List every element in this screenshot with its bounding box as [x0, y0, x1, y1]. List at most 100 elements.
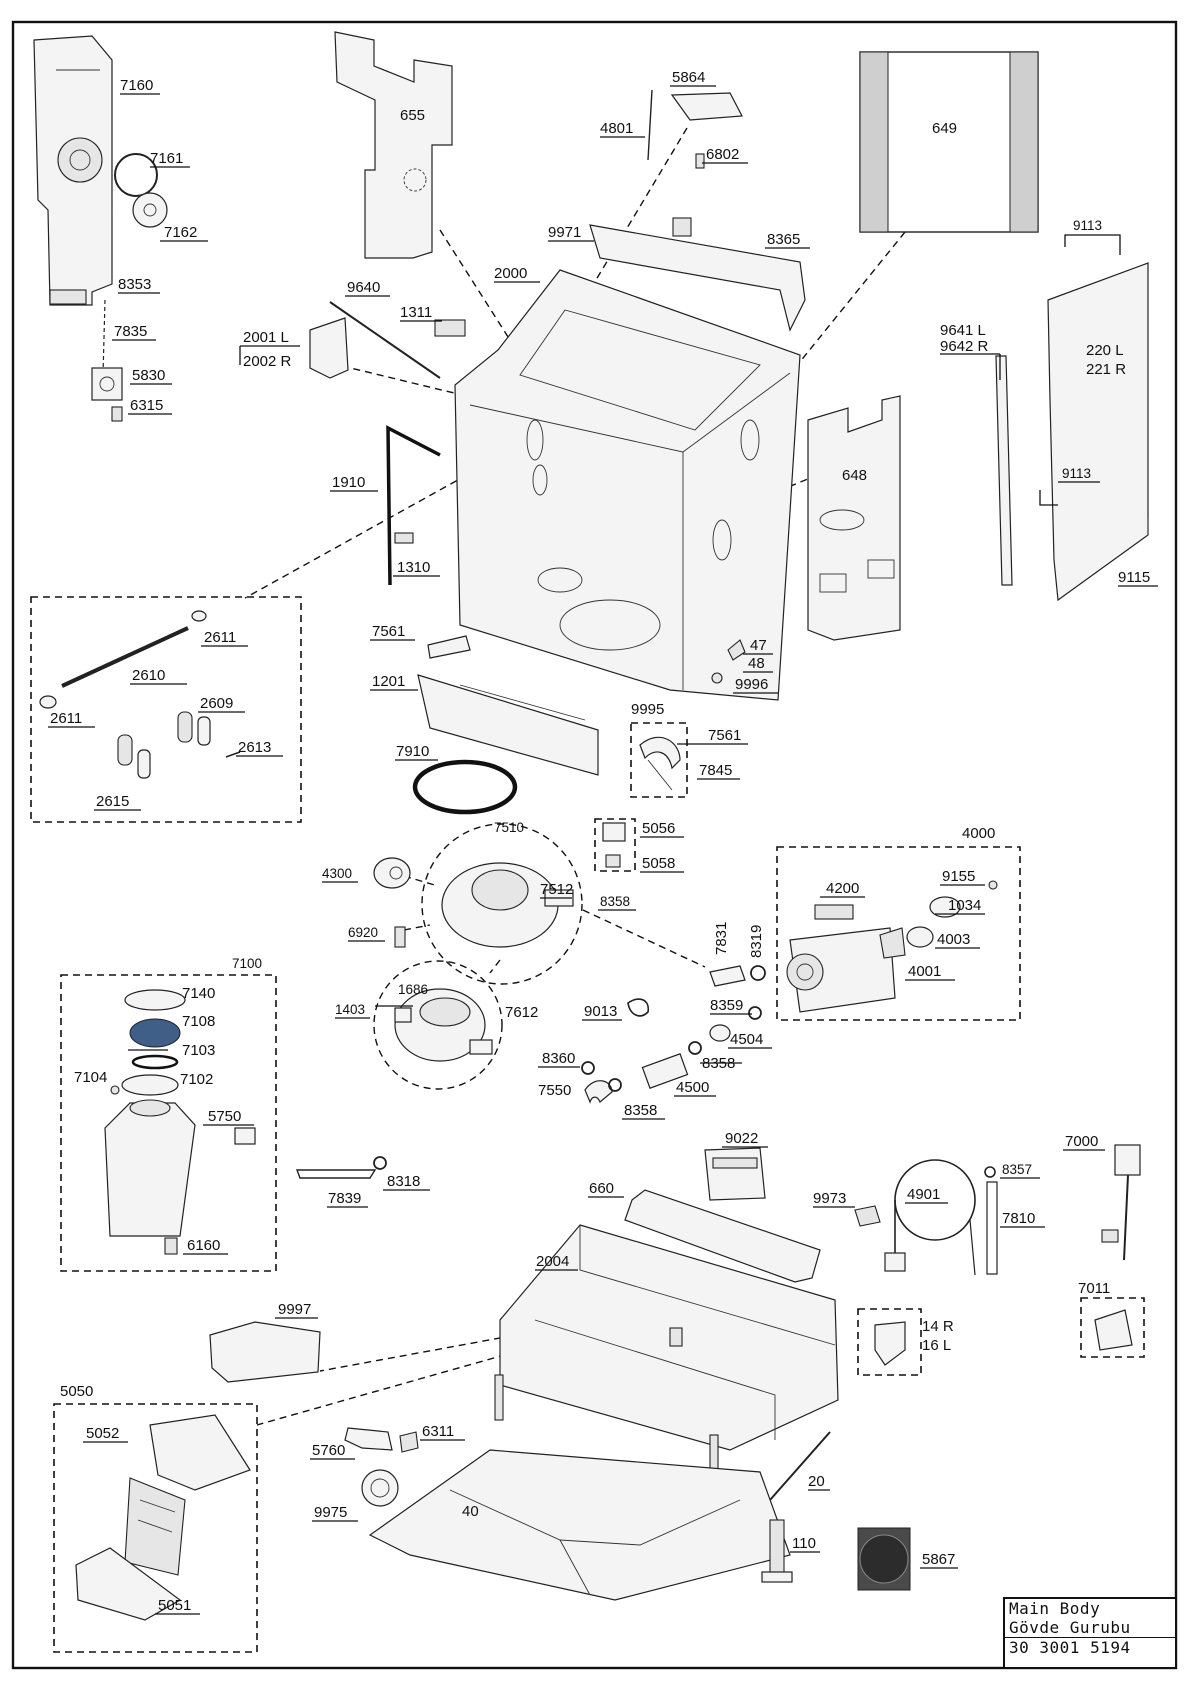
- part-7550-elbow: [584, 1080, 613, 1104]
- label-7561-left: 7561: [372, 623, 405, 640]
- part-8360-clamp: [581, 1061, 595, 1075]
- label-7104: 7104: [74, 1069, 107, 1086]
- label-5760: 5760: [312, 1442, 345, 1459]
- label-9642-r: 9642 R: [940, 338, 989, 355]
- part-8318-clamp: [373, 1156, 387, 1170]
- label-110: 110: [792, 1535, 816, 1552]
- label-1311: 1311: [400, 304, 432, 321]
- label-7831: 7831: [713, 922, 730, 955]
- label-7000: 7000: [1065, 1133, 1098, 1150]
- part-110-foot: [761, 1519, 793, 1583]
- part-1311-hinge: [434, 319, 466, 337]
- part-7910-sump-gasket: [412, 759, 518, 815]
- label-5750: 5750: [208, 1108, 241, 1125]
- label-9995: 9995: [631, 701, 664, 718]
- part-8359-clamp: [748, 1006, 762, 1020]
- part-655-insulation: [334, 31, 453, 259]
- label-4003: 4003: [937, 931, 970, 948]
- part-5830-valve: [91, 367, 123, 401]
- part-40-base-plate: [368, 1449, 791, 1601]
- part-9996-screw: [711, 672, 723, 684]
- label-7162: 7162: [164, 224, 197, 241]
- label-8353: 8353: [118, 276, 151, 293]
- label-5864: 5864: [672, 69, 705, 86]
- label-6160: 6160: [187, 1237, 220, 1254]
- label-2002-r: 2002 R: [243, 353, 292, 370]
- label-5050: 5050: [60, 1383, 93, 1400]
- title-block-line2: Gövde Gurubu: [1009, 1618, 1131, 1637]
- part-8357-clamp: [984, 1166, 996, 1178]
- label-2001-l: 2001 L: [243, 329, 289, 346]
- label-8319: 8319: [748, 925, 765, 958]
- part-4200-motor: [814, 904, 854, 920]
- label-7512: 7512: [540, 881, 573, 898]
- part-7810-drain-hose: [986, 1181, 998, 1275]
- part-47-48-clips: [727, 639, 746, 661]
- part-number-labels: 7160 7161 7162 8353 7835 5830 6315 655 4…: [50, 69, 1150, 1614]
- label-5830: 5830: [132, 367, 165, 384]
- label-8358-top: 8358: [600, 894, 630, 909]
- label-9113-mid: 9113: [1062, 466, 1091, 481]
- label-1034: 1034: [948, 897, 981, 914]
- label-5058: 5058: [642, 855, 675, 872]
- label-2613: 2613: [238, 739, 271, 756]
- label-6802: 6802: [706, 146, 739, 163]
- part-board: [124, 1477, 186, 1576]
- part-4300-connector: [373, 857, 411, 889]
- label-20: 20: [808, 1473, 825, 1490]
- label-9641-l: 9641 L: [940, 322, 986, 339]
- part-6802-clip: [695, 153, 705, 169]
- label-2611-left: 2611: [50, 710, 82, 727]
- label-5867: 5867: [922, 1551, 955, 1568]
- label-underlines: [48, 85, 1158, 1615]
- part-8365-clip: [672, 217, 692, 237]
- door-hinge-kit-parts: [39, 610, 241, 779]
- label-8358-mid: 8358: [702, 1055, 735, 1072]
- label-221-r: 221 R: [1086, 361, 1126, 378]
- label-649: 649: [932, 120, 957, 137]
- part-14r-foot: [874, 1321, 906, 1366]
- label-4200: 4200: [826, 880, 859, 897]
- part-5051-board-frame: [75, 1547, 182, 1621]
- label-7910: 7910: [396, 743, 429, 760]
- part-8358-clamp: [688, 1041, 702, 1055]
- label-9115: 9115: [1118, 569, 1150, 586]
- part-2004-base: [494, 1224, 839, 1486]
- part-1910-seal: [386, 425, 441, 586]
- label-660: 660: [589, 1180, 614, 1197]
- label-7160: 7160: [120, 77, 153, 94]
- part-7561-hinge: [639, 736, 681, 770]
- part-5760-switch: [344, 1427, 393, 1451]
- label-8365: 8365: [767, 231, 800, 248]
- label-9996: 9996: [735, 676, 768, 693]
- group-boxes: [30, 596, 1145, 1653]
- label-48: 48: [748, 655, 765, 672]
- label-648: 648: [842, 467, 867, 484]
- label-2609: 2609: [200, 695, 233, 712]
- part-7835-tube: [102, 299, 106, 376]
- label-220-l: 220 L: [1086, 342, 1124, 359]
- part-7011-bracket: [1094, 1309, 1133, 1351]
- part-7161-gasket: [114, 153, 158, 197]
- part-6315-clip: [111, 406, 123, 422]
- label-9113-top: 9113: [1073, 218, 1102, 233]
- part-9641-strip: [995, 355, 1013, 586]
- part-655-hole: [403, 168, 427, 192]
- part-9973-clip: [854, 1205, 881, 1227]
- label-2000: 2000: [494, 265, 527, 282]
- part-9997-bracket: [209, 1321, 321, 1383]
- label-5056: 5056: [642, 820, 675, 837]
- label-4801: 4801: [600, 120, 633, 137]
- label-4504: 4504: [730, 1031, 763, 1048]
- part-9022-control: [704, 1147, 766, 1201]
- label-7835: 7835: [114, 323, 147, 340]
- part-7162-cap: [132, 192, 168, 228]
- label-8359: 8359: [710, 997, 743, 1014]
- label-7161: 7161: [150, 150, 183, 167]
- part-649-insulation: [859, 51, 1039, 233]
- part-7831-hose: [709, 965, 746, 987]
- label-4500: 4500: [676, 1079, 709, 1096]
- part-7839-hose: [295, 1169, 377, 1179]
- label-5052: 5052: [86, 1425, 119, 1442]
- label-655: 655: [400, 107, 425, 124]
